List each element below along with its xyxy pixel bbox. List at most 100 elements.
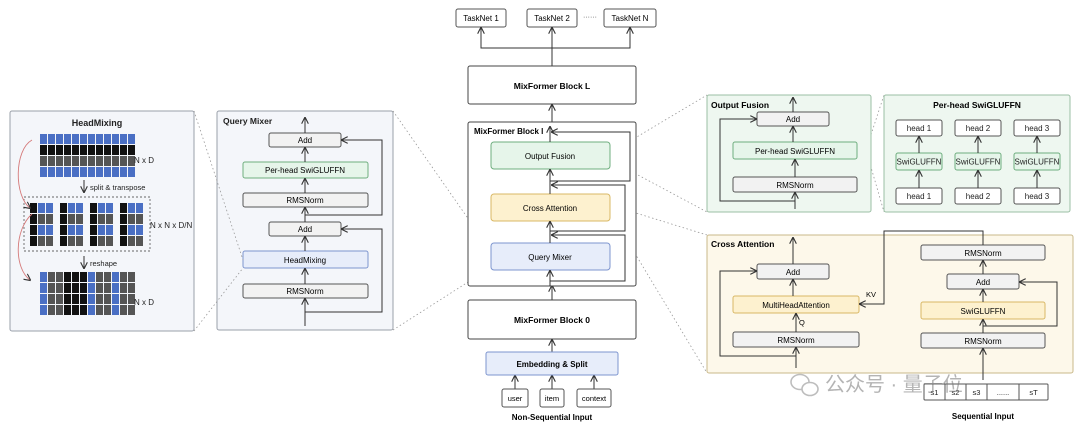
ca-rmsnorm-right-top-label: RMSNorm — [964, 249, 1002, 258]
matrix-cell — [48, 272, 55, 282]
matrix-cell — [96, 134, 103, 144]
matrix-cell — [68, 214, 75, 224]
matrix-cell — [96, 145, 103, 155]
matrix-cell — [76, 203, 83, 213]
matrix-cell — [88, 134, 95, 144]
tasknet-n-label: TaskNet N — [612, 14, 649, 23]
input-context — [576, 388, 612, 408]
matrix-cell — [30, 225, 37, 235]
matrix-cell — [72, 134, 79, 144]
matrix-cell — [56, 134, 63, 144]
perhead-swiglu-label-2: SwiGLUFFN — [956, 158, 1001, 167]
matrix-cell — [88, 294, 95, 304]
dim-label-bottom: N x D — [134, 298, 154, 307]
matrix-cell — [88, 167, 95, 177]
matrix-cell — [72, 167, 79, 177]
sequence-item-2: s2 — [952, 388, 960, 397]
matrix-cell — [106, 225, 113, 235]
matrix-cell — [30, 236, 37, 246]
matrix-cell — [64, 294, 71, 304]
perhead-title: Per-head SwiGLUFFN — [933, 100, 1021, 110]
matrix-cell — [112, 134, 119, 144]
matrix-cell — [38, 225, 45, 235]
matrix-cell — [106, 203, 113, 213]
matrix-cell — [96, 272, 103, 282]
matrix-cell — [88, 156, 95, 166]
tasknet-1-label: TaskNet 1 — [463, 14, 499, 23]
matrix-n-by-d-reshaped — [40, 272, 135, 315]
matrix-cell — [60, 236, 67, 246]
matrix-cell — [80, 145, 87, 155]
matrix-cell — [46, 236, 53, 246]
matrix-cell — [96, 283, 103, 293]
matrix-n-by-d — [40, 134, 135, 177]
dim-label-top: N x D — [134, 156, 154, 165]
matrix-cell — [40, 305, 47, 315]
matrix-cell — [40, 272, 47, 282]
mixformer-block-l — [467, 65, 637, 105]
matrix-cell — [106, 214, 113, 224]
matrix-cell — [96, 167, 103, 177]
watermark: 公众号 · 量子位 — [790, 373, 963, 397]
cross-attention-title: Cross Attention — [711, 239, 774, 249]
matrix-n-n-dn — [30, 203, 143, 246]
matrix-cell — [120, 203, 127, 213]
input-user — [501, 388, 529, 408]
matrix-cell — [96, 305, 103, 315]
matrix-cell — [80, 134, 87, 144]
of-swiglu-label: Per-head SwiGLUFFN — [755, 147, 835, 156]
matrix-cell — [120, 272, 127, 282]
input-context-label: context — [582, 394, 607, 403]
perhead-top-head-label-2: head 2 — [966, 124, 991, 133]
matrix-cell — [128, 283, 135, 293]
matrix-cell — [120, 145, 127, 155]
sequence-item-4: ...... — [997, 388, 1010, 397]
matrix-cell — [128, 305, 135, 315]
matrix-cell — [96, 156, 103, 166]
matrix-cell — [56, 156, 63, 166]
matrix-cell — [72, 283, 79, 293]
matrix-cell — [136, 225, 143, 235]
matrix-cell — [104, 283, 111, 293]
ca-mha-label: MultiHeadAttention — [762, 301, 830, 310]
matrix-cell — [56, 145, 63, 155]
matrix-cell — [120, 225, 127, 235]
query-mixer-panel: Query Mixer Add Per-head SwiGLUFFN RMSNo… — [216, 110, 394, 331]
matrix-cell — [128, 156, 135, 166]
ca-kv-label: KV — [866, 290, 876, 299]
matrix-cell — [40, 167, 47, 177]
matrix-cell — [48, 294, 55, 304]
matrix-cell — [120, 294, 127, 304]
matrix-cell — [120, 283, 127, 293]
matrix-cell — [72, 145, 79, 155]
matrix-cell — [120, 167, 127, 177]
headmixing-panel: HeadMixing N x D split & transpose N x N… — [9, 110, 195, 332]
matrix-cell — [128, 167, 135, 177]
ca-add-left-label: Add — [786, 268, 800, 277]
matrix-cell — [112, 272, 119, 282]
sequence-item-5: sT — [1029, 388, 1038, 397]
perhead-bottom-head-label-3: head 3 — [1025, 192, 1050, 201]
matrix-cell — [136, 203, 143, 213]
matrix-cell — [120, 156, 127, 166]
matrix-cell — [46, 214, 53, 224]
matrix-cell — [76, 236, 83, 246]
cross-attention-panel: Cross Attention Add MultiHeadAttention Q… — [706, 230, 1074, 380]
matrix-cell — [98, 214, 105, 224]
mixformer-block-0-label: MixFormer Block 0 — [514, 315, 590, 325]
watermark-text: 公众号 · 量子位 — [825, 373, 963, 396]
mixformer-block-l-label: MixFormer Block L — [514, 81, 591, 91]
matrix-cell — [112, 145, 119, 155]
matrix-cell — [80, 167, 87, 177]
matrix-cell — [98, 203, 105, 213]
matrix-cell — [46, 225, 53, 235]
perhead-top-head-label-3: head 3 — [1025, 124, 1050, 133]
qm-swiglu-label: Per-head SwiGLUFFN — [265, 166, 345, 175]
matrix-cell — [128, 214, 135, 224]
matrix-cell — [104, 134, 111, 144]
matrix-cell — [128, 203, 135, 213]
matrix-cell — [88, 305, 95, 315]
